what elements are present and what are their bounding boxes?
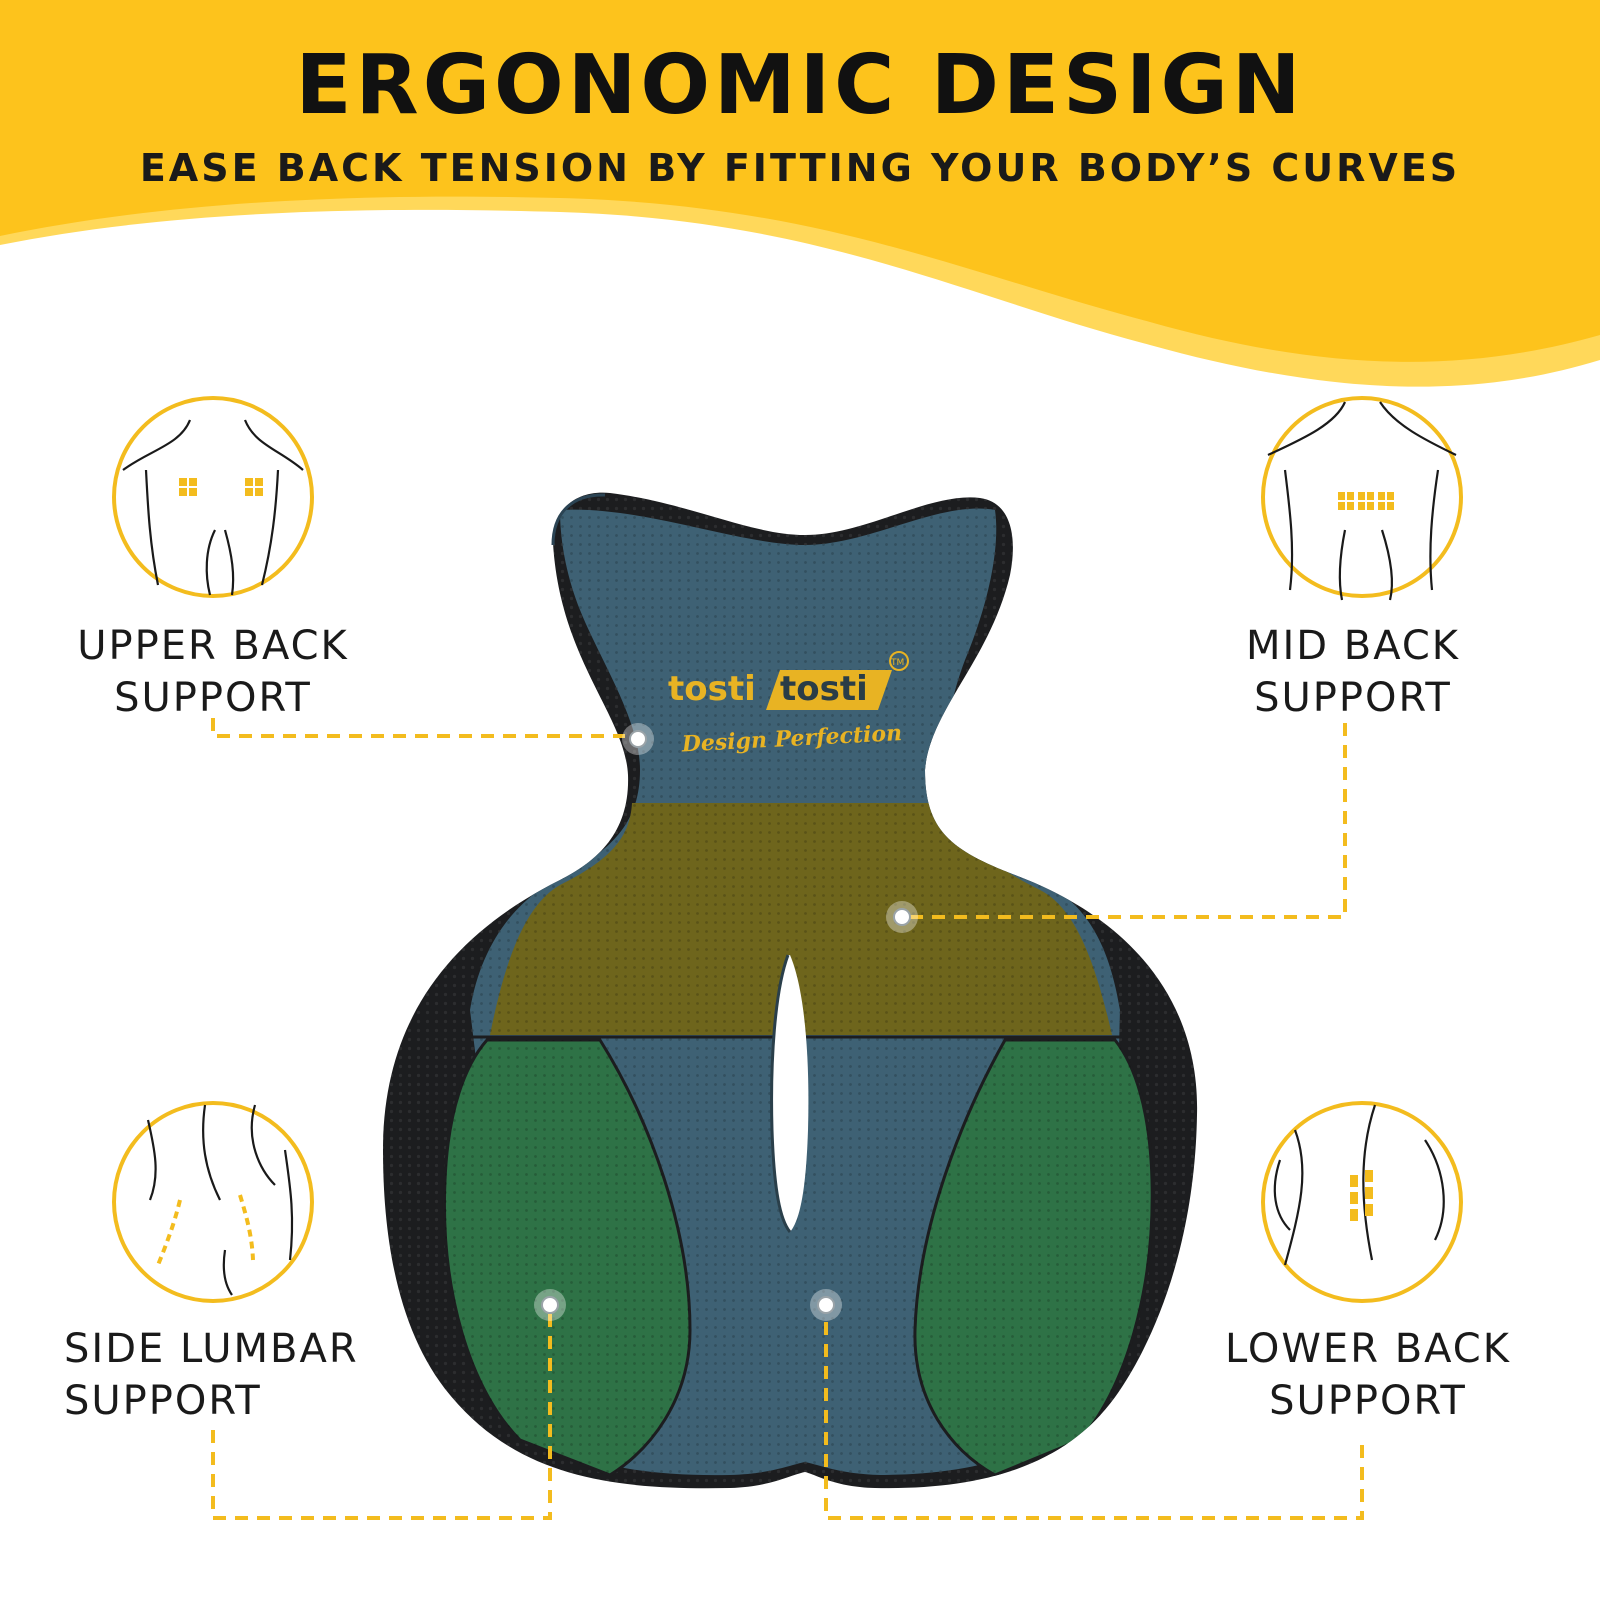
callout-lines xyxy=(211,718,1364,1520)
spine-relief-slot xyxy=(771,955,809,1232)
back-cushion: tosti tosti TM Design Perfection xyxy=(383,492,1198,1489)
lower-back-label: LOWER BACK SUPPORT xyxy=(1225,1326,1511,1424)
upper-back-label: UPPER BACK SUPPORT xyxy=(77,623,349,721)
trademark-mark: TM xyxy=(890,658,904,668)
side-lumbar-callout-line xyxy=(211,1305,552,1520)
page-title: ERGONOMIC DESIGN xyxy=(295,38,1305,133)
lower-back-body-icon xyxy=(1261,1101,1463,1303)
mid-back-label: MID BACK SUPPORT xyxy=(1245,623,1461,721)
lower-back-callout-line xyxy=(824,1305,1364,1520)
mid-back-body-icon xyxy=(1261,396,1463,601)
callout-dots xyxy=(534,723,918,1321)
upper-back-body-icon xyxy=(112,396,314,598)
page-subtitle: EASE BACK TENSION BY FITTING YOUR BODY’S… xyxy=(139,146,1461,190)
brand-text-right: tosti xyxy=(780,669,868,709)
side-lumbar-body-icon xyxy=(112,1101,314,1303)
side-lumbar-label: SIDE LUMBAR SUPPORT xyxy=(64,1326,359,1424)
brand-text-left: tosti xyxy=(668,669,756,709)
header-banner xyxy=(0,0,1600,387)
mid-back-callout-line xyxy=(902,723,1347,919)
upper-back-callout-line xyxy=(211,718,625,738)
